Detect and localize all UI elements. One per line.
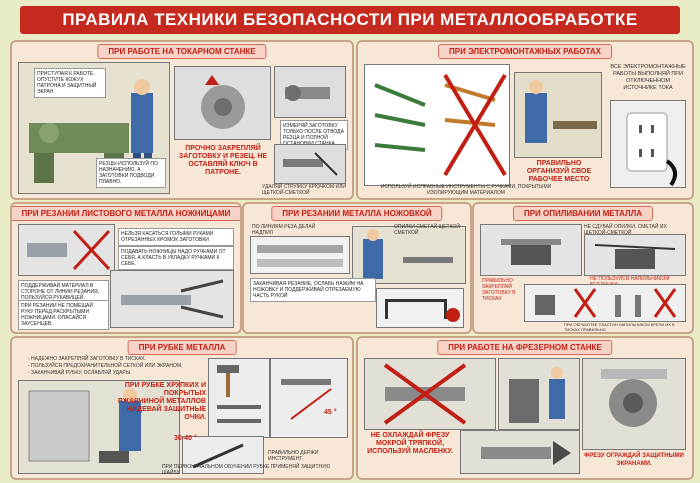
electric-workplace-illustration: [514, 72, 602, 158]
panel-filing-title: ПРИ ОПИЛИВАНИИ МЕТАЛЛА: [512, 206, 654, 221]
sheet-note-handing: ПОДАВАТЬ НОЖНИЦЫ НАДО РУЧКАМИ ОТ СЕБЯ, А…: [118, 246, 234, 270]
chisel-note-clamp: - НАДЕЖНО ЗАКРЕПЛЯЙ ЗАГОТОВКУ В ТИСКАХ.: [28, 356, 147, 362]
hacksaw-note-filings: ОПИЛКИ СМЕТАЙ ЩЕТКОЙ-СМЕТКОЙ: [394, 224, 462, 236]
sheet-note-hand: ПРИ РЕЗАНИИ НЕ ПОМЕЩАЙ РУКУ ПЕРЕД РАСКРЫ…: [18, 300, 109, 330]
hacksaw-bars-illustration: [250, 236, 350, 274]
milling-warning-guard: ФРЕЗУ ОГРАЖДАЙ ЗАЩИТНЫМИ ЭКРАНАМИ.: [584, 453, 684, 467]
electric-note-tools: ИСПОЛЬЗУЙ ИСПРАВНЫЕ ИНСТРУМЕНТЫ С РУЧКАМ…: [380, 184, 552, 196]
panel-milling-title: ПРИ РАБОТЕ НА ФРЕЗЕРНОМ СТАНКЕ: [437, 340, 613, 355]
panel-hacksaw-title: ПРИ РЕЗАНИИ МЕТАЛЛА НОЖОВКОЙ: [271, 206, 443, 221]
milling-oiler-illustration: [460, 430, 580, 474]
filing-tools-illustration: [524, 284, 686, 322]
panel-filing: ПРИ ОПИЛИВАНИИ МЕТАЛЛА НЕ СДУВАЙ ОПИЛКИ,…: [472, 202, 694, 334]
chisel-angle-illustration: [182, 436, 264, 474]
panel-sheet: ПРИ РЕЗАНИИ ЛИСТОВОГО МЕТАЛЛА НОЖНИЦАМИ …: [10, 202, 242, 334]
panel-electric-title: ПРИ ЭЛЕКТРОМОНТАЖНЫХ РАБОТАХ: [438, 44, 612, 59]
filing-vise-illustration-1: [480, 224, 582, 276]
hacksaw-worker-illustration: [352, 226, 466, 284]
hacksaw-label-notch: ПО ЛИНИЯМ РЕЗА ДЕЛАЙ НАДПИЛ: [252, 224, 316, 236]
chisel-angle-label-1: 30-40 °: [174, 435, 197, 442]
panel-chisel: ПРИ РУБКЕ МЕТАЛЛА - НАДЕЖНО ЗАКРЕПЛЯЙ ЗА…: [10, 336, 354, 480]
poster-title: ПРАВИЛА ТЕХНИКИ БЕЗОПАСНОСТИ ПРИ МЕТАЛЛО…: [20, 6, 680, 34]
lathe-note-chips: УДАЛЯЙ СТРУЖКУ КРЮЧКОМ ИЛИ ЩЕТКОЙ-СМЕТКО…: [262, 184, 346, 196]
lathe-note-start: ПРИСТУПАЯ К РАБОТЕ, ОПУСТИТЕ КОЖУХ ПАТРО…: [34, 68, 106, 98]
lathe-measure-illustration: [274, 66, 346, 118]
milling-cutter-illustration-1: [364, 358, 496, 430]
hacksaw-tool-illustration: [376, 288, 464, 328]
lathe-chuck-illustration: [174, 66, 271, 140]
panel-lathe: ПРИ РАБОТЕ НА ТОКАРНОМ СТАНКЕ ПРИСТУПАЯ …: [10, 40, 354, 200]
panel-hacksaw: ПРИ РЕЗАНИИ МЕТАЛЛА НОЖОВКОЙ ПО ЛИНИЯМ Р…: [242, 202, 472, 334]
filing-note-plates: ПРИ ОБРАБОТКЕ ПЛАСТИН НАПИЛЬНИКОМ КРЕПИ …: [564, 322, 675, 332]
lathe-warning-main: ПРОЧНО ЗАКРЕПЛЯЙ ЗАГОТОВКУ И РЕЗЕЦ. НЕ О…: [178, 145, 268, 176]
panel-electric: ПРИ ЭЛЕКТРОМОНТАЖНЫХ РАБОТАХ ИСПОЛЬЗУЙ И…: [356, 40, 694, 200]
lathe-note-cutters: РЕЗЦЫ ИСПОЛЬЗУЙ ПО НАЗНАЧЕНИЮ, А ЗАГОТОВ…: [96, 158, 166, 188]
chisel-tools-illustration: [208, 358, 270, 438]
chisel-note-strikes: - ЗАКАНЧИВАЙ РУБКУ, ОСЛАБЛЯЙ УДАРЫ.: [28, 370, 132, 376]
electric-note-power-off: ВСЕ ЭЛЕКТРОМОНТАЖНЫЕ РАБОТЫ ВЫПОЛНЯЙ ПРИ…: [610, 64, 686, 91]
panel-sheet-title: ПРИ РЕЗАНИИ ЛИСТОВОГО МЕТАЛЛА НОЖНИЦАМИ: [12, 206, 240, 221]
electric-socket-illustration: [610, 100, 686, 188]
filing-note-clamp: ПРАВИЛЬНО ЗАКРЕПЛЯЙ ЗАГОТОВКУ В ТИСКАХ: [482, 278, 516, 302]
sheet-note-edges: НЕЛЬЗЯ КАСАТЬСЯ ГОЛЫМИ РУКАМИ ОТРЕЗАННЫХ…: [118, 228, 234, 246]
chisel-warning-goggles: ПРИ РУБКЕ ХРУПКИХ И ПОКРЫТЫХ РЖАВЧИНОЙ М…: [118, 382, 206, 421]
lathe-chips-illustration: [274, 144, 346, 184]
electric-tools-illustration: [364, 64, 510, 186]
electric-warning-workplace: ПРАВИЛЬНО ОРГАНИЗУЙ СВОЕ РАБОЧЕЕ МЕСТО: [526, 160, 592, 183]
chisel-angle-label-2: 45 °: [324, 409, 337, 416]
panel-chisel-title: ПРИ РУБКЕ МЕТАЛЛА: [127, 340, 237, 355]
chisel-hammer-illustration: [270, 358, 348, 438]
chisel-worker-illustration: [18, 380, 180, 474]
filing-note-filings: НЕ СДУВАЙ ОПИЛКИ, СМЕТАЙ ИХ ЩЕТКОЙ-СМЕТК…: [584, 224, 667, 236]
panel-lathe-title: ПРИ РАБОТЕ НА ТОКАРНОМ СТАНКЕ: [97, 44, 267, 59]
sheet-shears-illustration-2: [110, 270, 234, 328]
chisel-note-washer: ПРИ ПЕРВОНАЧАЛЬНОМ ОБУЧЕНИИ РУБКЕ ПРИМЕН…: [162, 464, 331, 476]
chisel-note-hold: ПРАВИЛЬНО ДЕРЖИ ИНСТРУМЕНТ.: [268, 450, 319, 462]
sheet-shears-illustration-1: [18, 224, 115, 276]
milling-worker-illustration: [498, 358, 580, 430]
panel-milling: ПРИ РАБОТЕ НА ФРЕЗЕРНОМ СТАНКЕ НЕ ОХЛАЖД…: [356, 336, 694, 480]
milling-warning-oil: НЕ ОХЛАЖДАЙ ФРЕЗУ МОКРОЙ ТРЯПКОЙ, ИСПОЛЬ…: [367, 432, 453, 455]
filing-vise-illustration-2: [584, 234, 686, 276]
hacksaw-note-finish: ЗАКАНЧИВАЯ РЕЗАНИЕ, ОСЛАБЬ НАЖИМ НА НОЖО…: [250, 278, 376, 302]
chisel-note-screen: - ПОЛЬЗУЙСЯ ПРЕДОХРАНИТЕЛЬНОЙ СЕТКОЙ ИЛИ…: [28, 363, 183, 369]
milling-guard-illustration: [582, 358, 686, 450]
